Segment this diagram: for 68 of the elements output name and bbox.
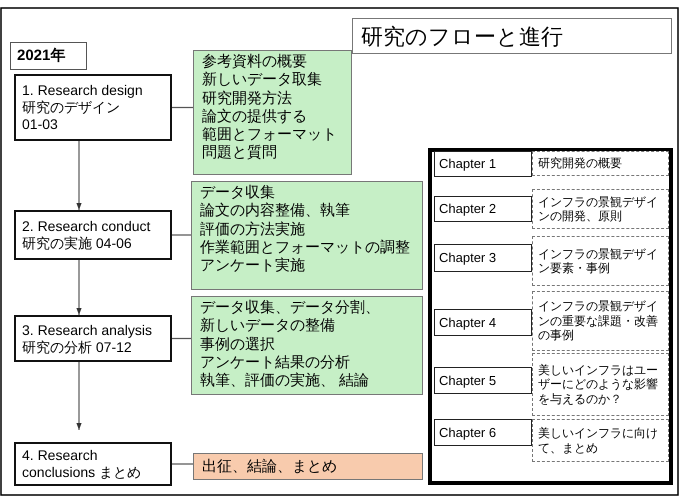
node-text: 論文の内容整備、執筆 (200, 202, 351, 221)
node-text: 3. Research analysis (22, 322, 153, 338)
node-text: データ収集 (200, 184, 276, 202)
chapter-box (434, 367, 532, 394)
node-text: 出征、結論、まとめ (202, 458, 338, 476)
node-text: 新しいデータの整備 (200, 317, 336, 336)
chapter-description: 研究開発の概要 (538, 156, 623, 171)
node-text: 研究のデザイン (22, 99, 121, 116)
chapter-label: Chapter 1 (439, 156, 498, 172)
chapter-box (434, 196, 532, 222)
chapter-description: インフラの景観デザインの開発、原則 (538, 194, 659, 224)
node-text: アンケート実施 (200, 257, 306, 276)
chapter-description-box (532, 353, 669, 416)
node-text: 4. Research conclusions まとめ (22, 447, 142, 481)
chapter-description: インフラの景観デザイン要素・事例 (538, 246, 659, 276)
chapter-label: Chapter 4 (439, 314, 498, 330)
chapter-description: 美しいインフラに向けて、まとめ (538, 426, 659, 455)
stage-box (14, 315, 172, 362)
chapter-description-box (532, 291, 669, 351)
arrow (76, 260, 82, 315)
task-box (191, 296, 423, 395)
connector-line (172, 106, 193, 108)
chapter-box (434, 419, 532, 446)
chapter-description: 美しいインフラはユーザーにどのような影響を与えるのか？ (538, 362, 659, 406)
node-text: 2021年 (17, 47, 66, 65)
arrow (76, 141, 82, 210)
chapter-box (434, 151, 532, 177)
node-text: 01-03 (22, 116, 59, 133)
result-box (193, 453, 423, 480)
chapter-label: Chapter 3 (439, 250, 498, 266)
chapter-box (434, 309, 532, 336)
node-text: 1. Research design (22, 82, 144, 100)
title: 研究のフローと進行 (352, 18, 672, 54)
node-text: 2. Research conduct (22, 218, 152, 235)
stage-box (14, 442, 172, 486)
node-text: 事例の選択 (200, 336, 276, 354)
connector-line (172, 234, 191, 236)
year-box (10, 42, 87, 70)
connector-line (172, 338, 191, 340)
chapter-label: Chapter 6 (439, 424, 498, 440)
node-text: 研究開発方法 (202, 90, 293, 108)
stage-box (14, 210, 172, 260)
node-text: 範囲とフォーマット (202, 126, 338, 144)
chapter-description-box (532, 236, 669, 286)
task-box (193, 50, 352, 175)
chapter-description-box (532, 189, 669, 229)
node-text: 評価の方法実施 (200, 220, 306, 239)
stage-box (14, 74, 172, 141)
chapter-box (434, 244, 532, 272)
chapter-description-box (532, 419, 669, 462)
node-text: データ収集、データ分割、 (200, 299, 381, 318)
node-text: 新しいデータ取集 (202, 71, 323, 90)
chapter-description-box (532, 151, 669, 176)
connector-line (172, 463, 193, 465)
node-text: 問題と質問 (202, 144, 278, 163)
task-box (191, 181, 423, 290)
chapter-label: Chapter 5 (439, 372, 498, 388)
node-text: 参考資料の概要 (202, 53, 308, 72)
node-text: 執筆、評価の実施、 結論 (200, 372, 370, 390)
node-text: 研究の実施 04-06 (22, 235, 133, 252)
node-text: 研究の分析 07-12 (22, 338, 133, 356)
node-text: 論文の提供する (202, 108, 308, 126)
chapter-label: Chapter 2 (439, 201, 498, 217)
arrow (76, 362, 82, 430)
node-text: 作業範囲とフォーマットの調整 (200, 238, 411, 258)
chapter-panel (428, 148, 673, 485)
node-text: アンケート結果の分析 (200, 354, 351, 372)
chapter-description: インフラの景観デザインの重要な課題・改善の事例 (538, 299, 659, 343)
